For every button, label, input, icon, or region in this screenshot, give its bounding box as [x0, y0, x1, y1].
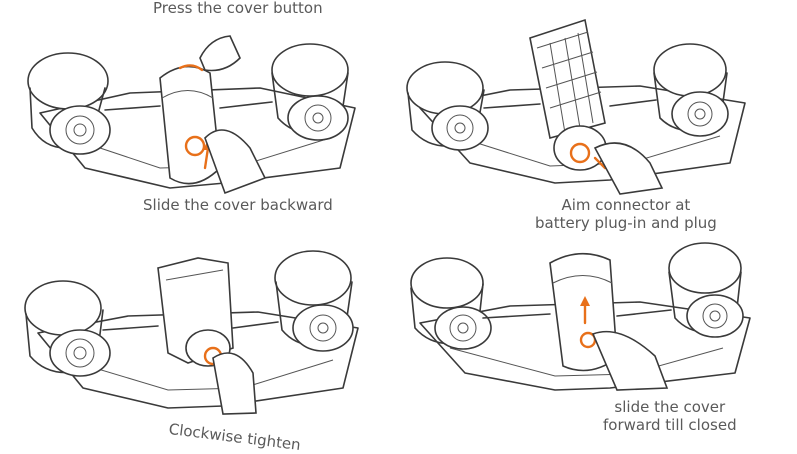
left-motor [410, 257, 492, 350]
left-motor [24, 280, 111, 377]
hand-illustration [199, 35, 267, 195]
caption-aim-connector-line-1: Aim connector at [561, 196, 691, 214]
caption-clockwise-tighten: Clockwise tighten [167, 420, 302, 454]
battery-pack [157, 257, 234, 367]
caption-slide-cover-forward-line-2: forward till closed [603, 416, 737, 434]
hand-illustration [591, 330, 669, 391]
left-motor [406, 61, 489, 151]
scooter-drawing-step-1 [27, 35, 356, 195]
battery-pack [529, 18, 607, 171]
right-motor [668, 242, 744, 338]
caption-aim-connector: Aim connector at battery plug-in and plu… [535, 196, 717, 232]
illustration-step-3 [18, 238, 378, 418]
hand-illustration [593, 142, 664, 195]
illustration-step-2 [400, 18, 770, 196]
caption-slide-cover-forward-line-1: slide the cover [614, 398, 726, 416]
scooter-drawing-step-4 [410, 242, 751, 391]
right-motor [271, 43, 349, 141]
battery-cover [159, 64, 221, 185]
hand-illustration [212, 352, 257, 415]
illustration-step-1 [10, 18, 380, 196]
left-motor [27, 52, 111, 155]
caption-slide-cover-forward: slide the cover forward till closed [603, 398, 737, 434]
caption-press-cover-button: Press the cover button [153, 0, 323, 17]
right-motor [274, 250, 354, 352]
scooter-drawing-step-2 [406, 18, 746, 195]
connector-marker [569, 142, 591, 164]
scooter-drawing-step-3 [24, 250, 359, 415]
release-button-marker [184, 135, 206, 157]
right-motor [653, 43, 729, 137]
caption-aim-connector-line-2: battery plug-in and plug [535, 214, 717, 232]
caption-slide-cover-backward: Slide the cover backward [143, 196, 333, 214]
illustration-step-4 [405, 238, 770, 398]
